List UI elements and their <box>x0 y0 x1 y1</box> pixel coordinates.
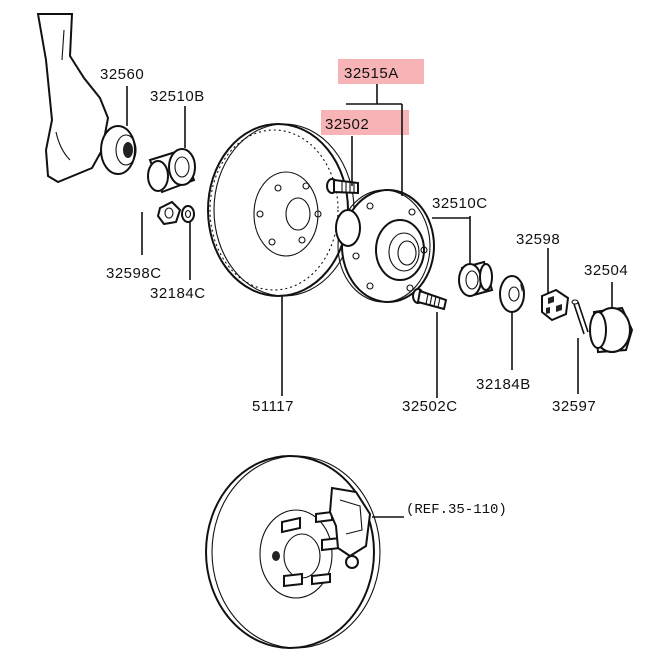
label-outer-bearing: 32510B <box>150 88 205 105</box>
label-reference: (REF.35-110) <box>406 502 507 518</box>
label-nut-lock: 32598 <box>516 231 560 248</box>
grease-cap-drawing <box>589 306 634 354</box>
leader-lines <box>126 84 613 518</box>
lock-washer-drawing <box>499 275 525 313</box>
hub-bolt-lower-drawing <box>412 288 448 311</box>
outer-bearing-drawing <box>147 148 196 194</box>
label-hub-bolt: 32502C <box>402 398 458 415</box>
label-washer-left: 32184C <box>150 285 206 302</box>
left-nut-washer-drawing <box>156 200 195 226</box>
label-lock-washer: 32184B <box>476 376 531 393</box>
label-hub-assembly: 32515A <box>344 65 399 82</box>
label-inner-bearing: 32510C <box>432 195 488 212</box>
label-nut-left: 32598C <box>106 265 162 282</box>
highlight-hub <box>321 110 409 135</box>
label-cotter-pin: 32597 <box>552 398 596 415</box>
label-grease-cap: 32504 <box>584 262 628 279</box>
brake-disc-drawing <box>207 123 355 297</box>
knuckle-drawing <box>36 13 137 184</box>
inner-bearing-drawing <box>458 260 494 298</box>
part-labels: 32560 32510B 32515A 32502 32510C 32598 3… <box>100 65 628 518</box>
label-disc: 51117 <box>252 398 294 415</box>
lower-assembly-drawing <box>205 455 381 649</box>
label-knuckle: 32560 <box>100 66 144 83</box>
highlight-hub-assembly <box>338 59 424 84</box>
label-hub: 32502 <box>325 116 369 133</box>
nut-lock-drawing <box>541 288 570 322</box>
hub-bolt-upper-drawing <box>326 178 359 195</box>
hub-drawing <box>335 189 435 303</box>
cotter-pin-drawing <box>571 299 589 335</box>
